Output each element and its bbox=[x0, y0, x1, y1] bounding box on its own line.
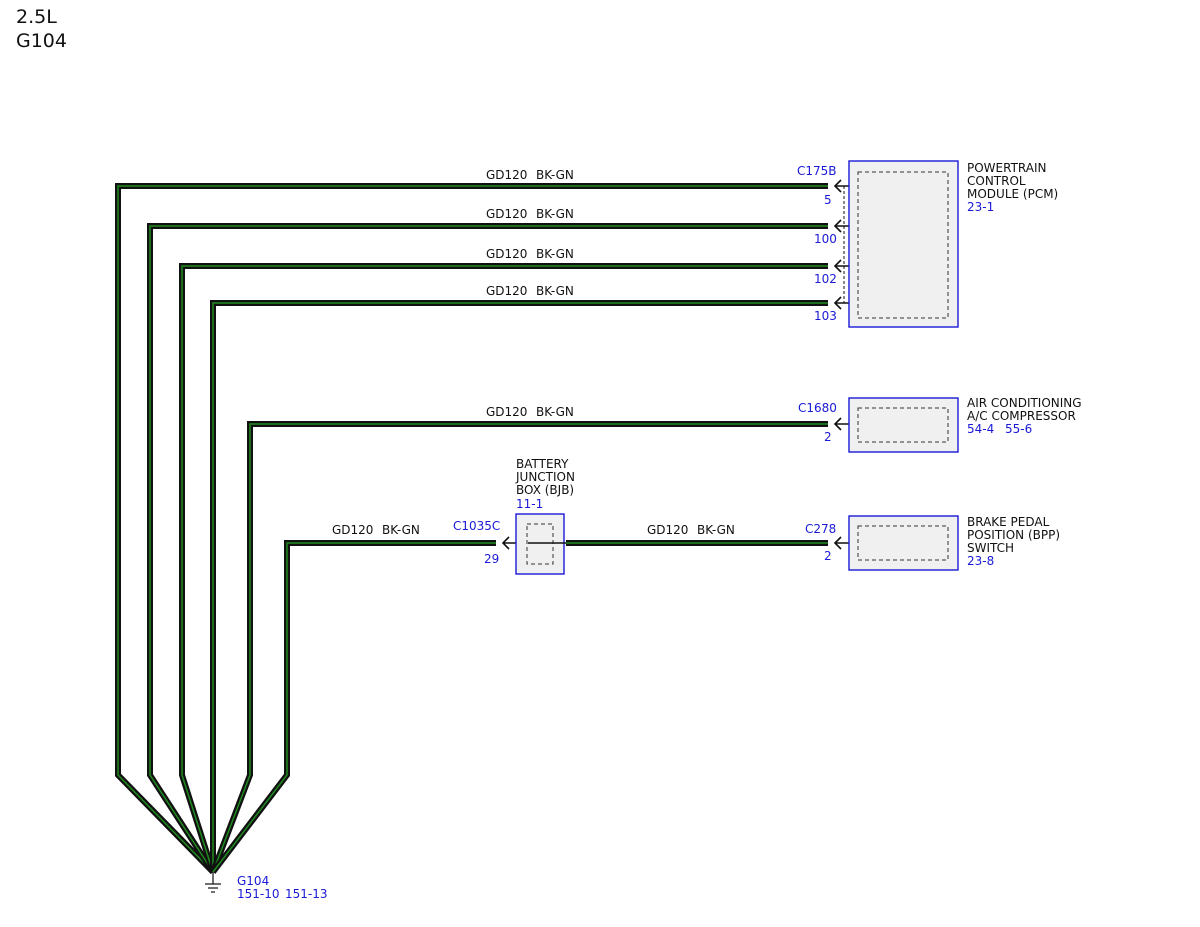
pcm-component[interactable] bbox=[848, 160, 959, 328]
bpp-ref: 23-8 bbox=[967, 554, 994, 568]
ground-title: G104 bbox=[16, 30, 67, 52]
bpp-switch-component[interactable] bbox=[848, 515, 959, 571]
pin-number: 5 bbox=[824, 193, 832, 207]
connector-id: C278 bbox=[805, 522, 836, 536]
ground-ref: 151-13 bbox=[285, 887, 328, 901]
ac-ref: 55-6 bbox=[1005, 422, 1032, 436]
bjb-component[interactable] bbox=[515, 513, 566, 575]
connector-id: C1680 bbox=[798, 401, 837, 415]
wire-label-color: BK-GN bbox=[536, 247, 574, 261]
pin-number: 102 bbox=[814, 272, 837, 286]
engine-label: 2.5L bbox=[16, 6, 57, 28]
wire-label-color: BK-GN bbox=[536, 207, 574, 221]
wire-ac-compressor[interactable] bbox=[210, 421, 828, 874]
bjb-name: BATTERY bbox=[516, 457, 569, 471]
ground-symbol-icon bbox=[205, 872, 221, 893]
bjb-name: BOX (BJB) bbox=[516, 483, 574, 497]
bpp-name: BRAKE PEDAL bbox=[967, 515, 1050, 529]
component-refs: 23-1 54-4 55-6 23-8 11-1 bbox=[516, 200, 1032, 568]
connector-id: C175B bbox=[797, 164, 837, 178]
ac-name: AIR CONDITIONING bbox=[967, 396, 1082, 410]
wire-label-color: BK-GN bbox=[536, 405, 574, 419]
pin-number: 103 bbox=[814, 309, 837, 323]
wire-harness bbox=[115, 183, 828, 875]
ac-compressor-component[interactable] bbox=[848, 397, 959, 453]
wire-label-circuit: GD120 bbox=[486, 284, 527, 298]
pin-number: 100 bbox=[814, 232, 837, 246]
connector-id: C1035C bbox=[453, 519, 500, 533]
wire-pcm-pin-102[interactable] bbox=[179, 263, 828, 873]
wire-label-circuit: GD120 bbox=[332, 523, 373, 537]
pcm-name: MODULE (PCM) bbox=[967, 187, 1058, 201]
bpp-name: POSITION (BPP) bbox=[967, 528, 1060, 542]
wire-label-color: BK-GN bbox=[536, 168, 574, 182]
pcm-name: POWERTRAIN bbox=[967, 161, 1047, 175]
bjb-ref: 11-1 bbox=[516, 497, 543, 511]
ac-ref: 54-4 bbox=[967, 422, 994, 436]
wire-label-circuit: GD120 bbox=[486, 247, 527, 261]
wire-label-color: BK-GN bbox=[536, 284, 574, 298]
wire-label-circuit: GD120 bbox=[486, 405, 527, 419]
pin-number: 29 bbox=[484, 552, 499, 566]
pin-number: 2 bbox=[824, 430, 832, 444]
component-names: POWERTRAIN CONTROL MODULE (PCM) AIR COND… bbox=[515, 161, 1082, 555]
wire-label-color: BK-GN bbox=[697, 523, 735, 537]
wire-label-circuit: GD120 bbox=[647, 523, 688, 537]
pcm-ref: 23-1 bbox=[967, 200, 994, 214]
wire-pcm-pin-103[interactable] bbox=[210, 300, 828, 872]
ground-ref: 151-10 bbox=[237, 887, 280, 901]
wire-labels: GD120 BK-GN GD120 BK-GN GD120 BK-GN GD12… bbox=[332, 168, 735, 537]
pcm-name: CONTROL bbox=[967, 174, 1026, 188]
pin-number: 2 bbox=[824, 549, 832, 563]
connector-labels: C175B 5 100 102 103 C1680 2 C1035C 29 C2… bbox=[453, 164, 837, 566]
ground-labels: G104 151-10 151-13 bbox=[237, 874, 328, 901]
bjb-name: JUNCTION bbox=[515, 470, 575, 484]
wire-label-circuit: GD120 bbox=[486, 168, 527, 182]
wire-pcm-pin-5[interactable] bbox=[115, 183, 828, 875]
bpp-name: SWITCH bbox=[967, 541, 1014, 555]
ground-id: G104 bbox=[237, 874, 269, 888]
wire-pcm-pin-100[interactable] bbox=[147, 223, 828, 874]
wire-label-circuit: GD120 bbox=[486, 207, 527, 221]
wire-bjb-to-ground[interactable] bbox=[210, 540, 496, 874]
wire-label-color: BK-GN bbox=[382, 523, 420, 537]
ac-name: A/C COMPRESSOR bbox=[967, 409, 1076, 423]
